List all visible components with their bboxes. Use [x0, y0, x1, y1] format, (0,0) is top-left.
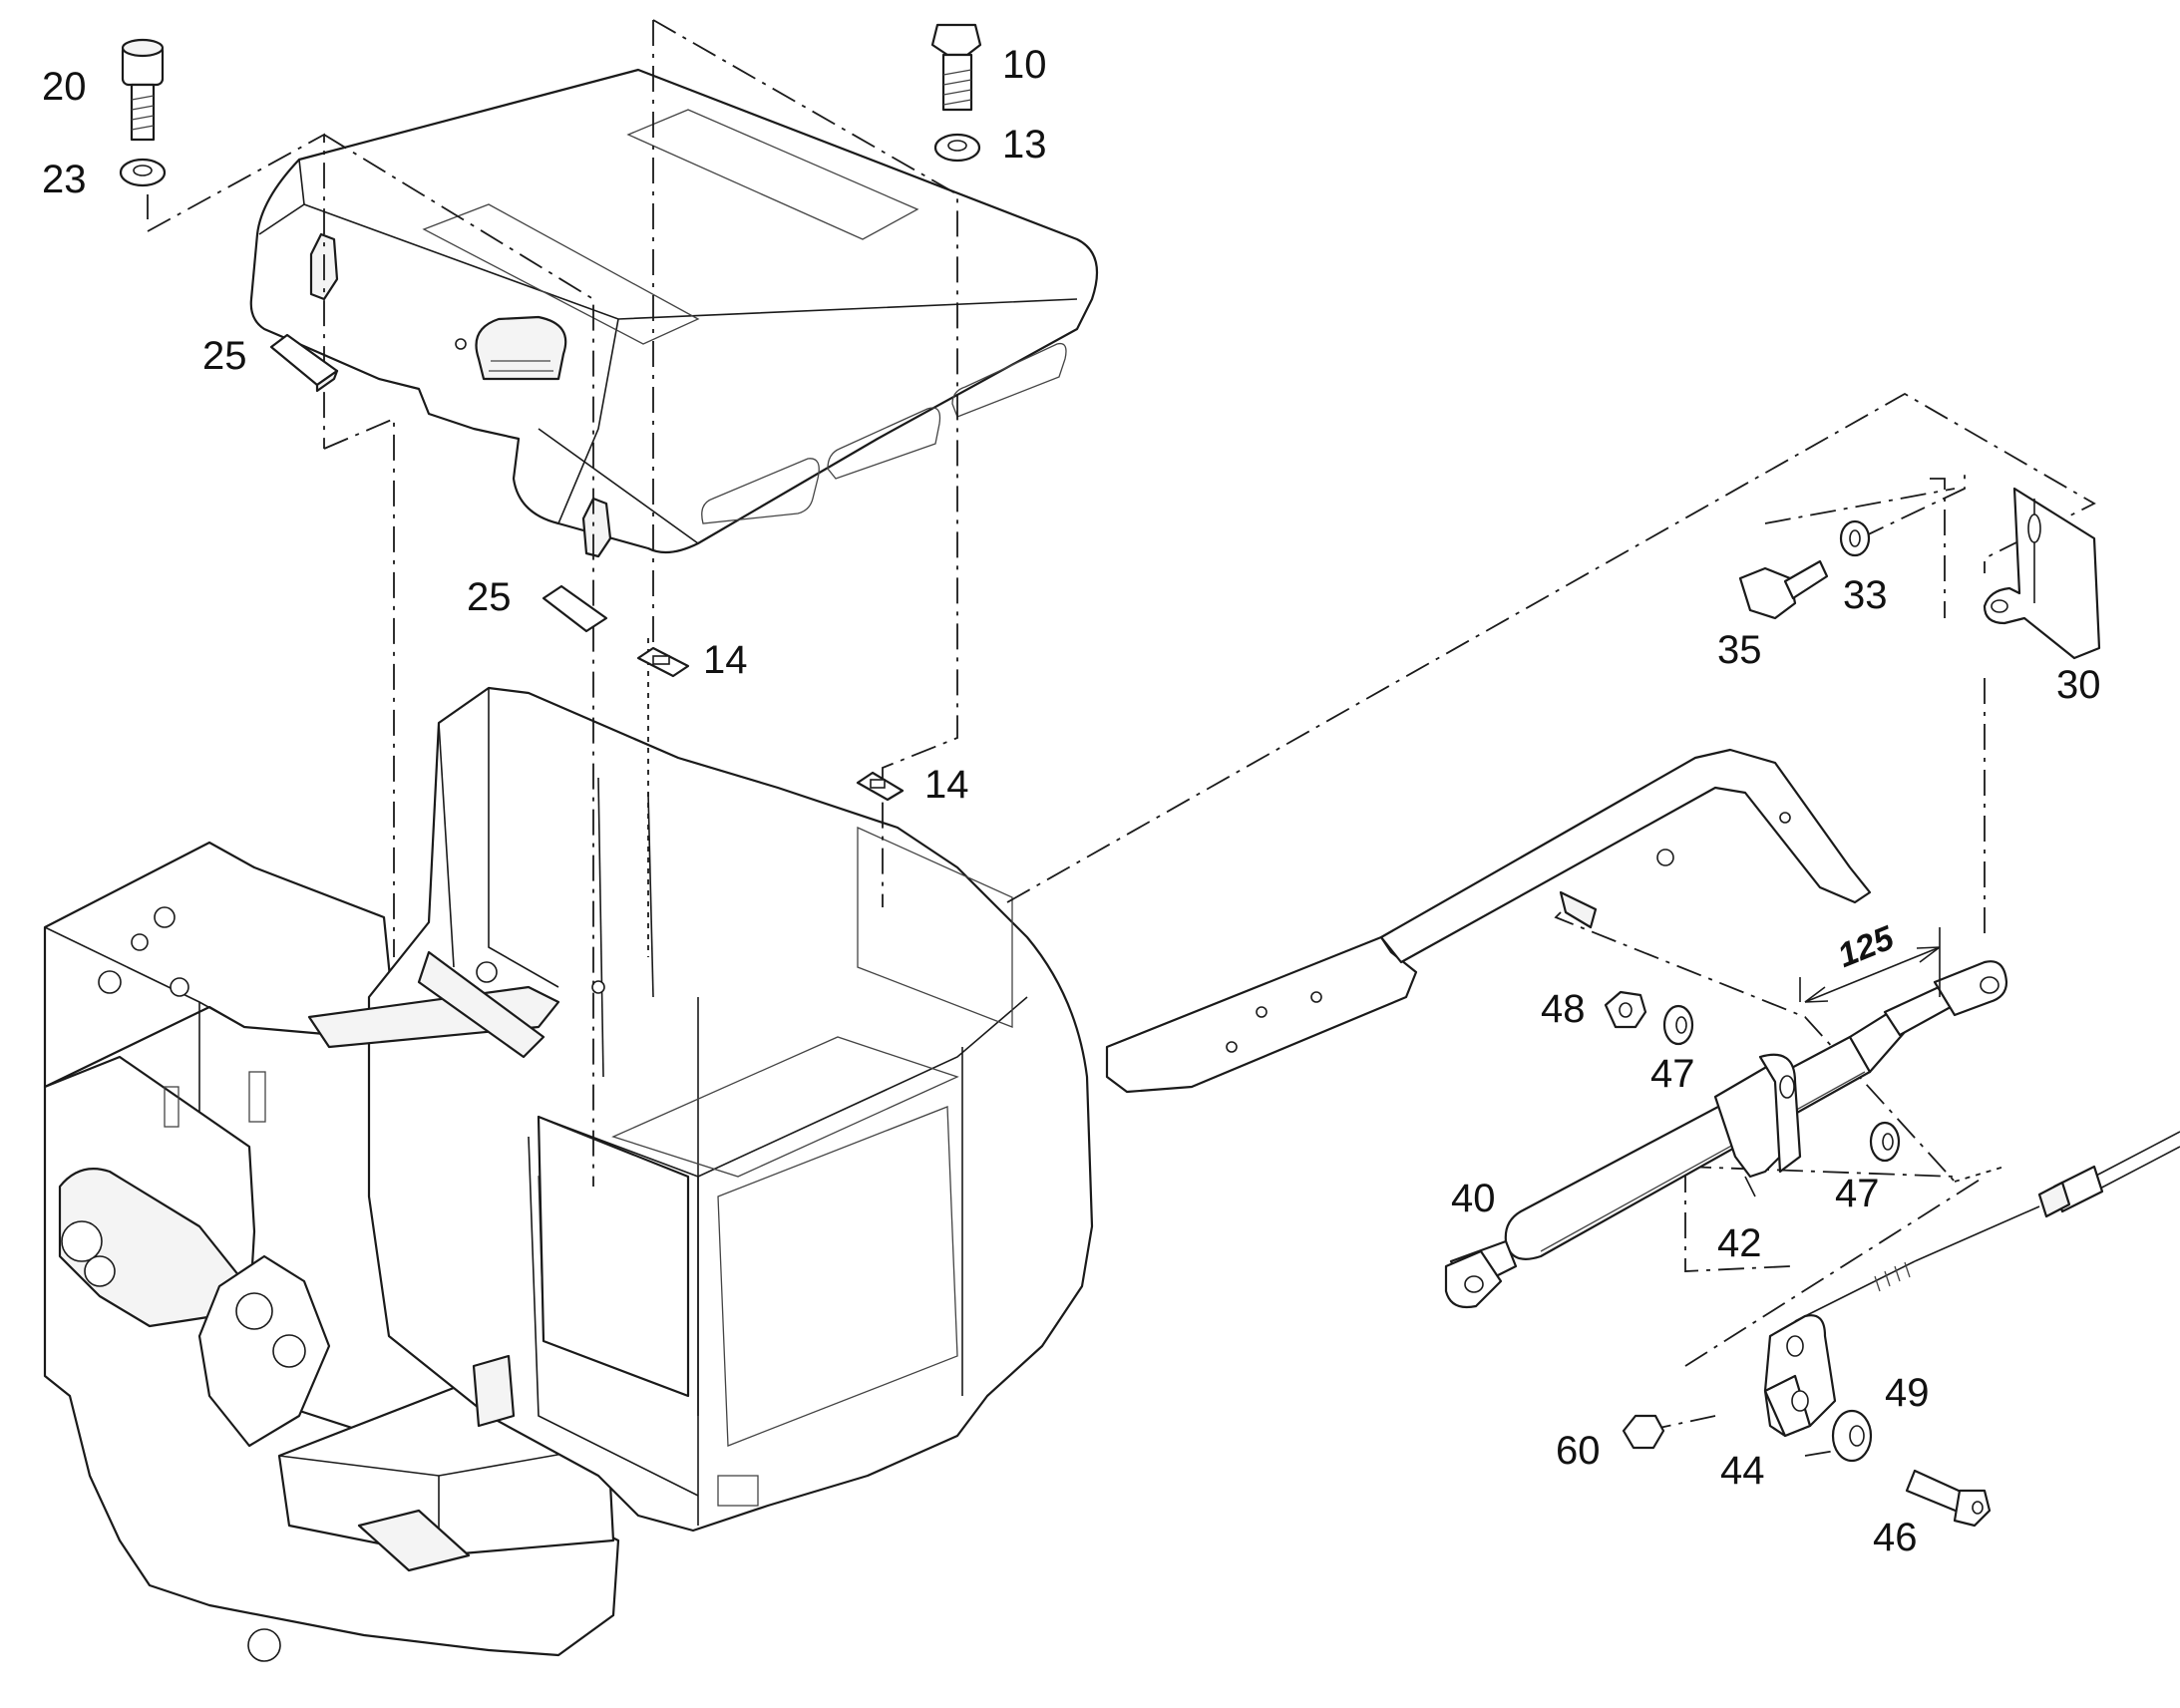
washer-13: [933, 133, 981, 163]
bracket-44: [1763, 1314, 1837, 1438]
bolt-10: [930, 23, 982, 112]
washer-47-upper: [1662, 1004, 1694, 1046]
clip-25-lower: [542, 584, 608, 633]
support-bar: [1105, 748, 1872, 1094]
callout-44: 44: [1720, 1449, 1765, 1493]
nut-60: [1622, 1414, 1665, 1450]
callout-48: 48: [1541, 987, 1586, 1031]
engine-hood: [249, 68, 1099, 558]
clip-25-upper: [269, 333, 339, 393]
callout-10: 10: [1002, 43, 1047, 87]
callout-46: 46: [1873, 1516, 1918, 1559]
stroke-dimension: 125: [1799, 918, 1941, 1003]
callout-35: 35: [1717, 628, 1762, 672]
callout-49: 49: [1885, 1371, 1930, 1415]
washer-23: [119, 158, 167, 187]
nut-clip-14-lower: [856, 771, 905, 802]
bolt-20: [121, 38, 165, 142]
callout-60: 60: [1556, 1429, 1601, 1473]
callout-13: 13: [1002, 123, 1047, 167]
callout-labels: 10 13 20 23 25 25 14 14 30 33 35 40 42 4…: [42, 43, 2101, 1559]
washer-33: [1839, 519, 1871, 557]
nut-clip-14-upper: [636, 646, 690, 678]
machine-frame: [43, 686, 1094, 1662]
washer-49: [1831, 1409, 1873, 1463]
nut-48: [1604, 990, 1647, 1029]
callout-23: 23: [42, 158, 87, 201]
callout-30: 30: [2056, 663, 2101, 707]
callout-40: 40: [1451, 1177, 1496, 1220]
assembly-guide-lines: [147, 19, 2096, 1457]
washer-47-lower: [1869, 1121, 1901, 1163]
bracket-30: [1983, 487, 2101, 660]
clamp-42: [1713, 1053, 1802, 1197]
callout-47-lower: 47: [1835, 1172, 1880, 1215]
bolt-46: [1905, 1469, 1992, 1528]
callout-47-upper: 47: [1650, 1052, 1695, 1096]
callout-25-lower: 25: [467, 575, 512, 619]
callout-14-upper: 14: [703, 638, 748, 682]
callout-20: 20: [42, 65, 87, 109]
callout-14-lower: 14: [924, 763, 969, 807]
callout-25-upper: 25: [202, 334, 247, 378]
release-cable: [1794, 1131, 2180, 1322]
callout-42: 42: [1717, 1221, 1762, 1265]
bolt-35: [1738, 559, 1829, 620]
callout-33: 33: [1843, 573, 1888, 617]
